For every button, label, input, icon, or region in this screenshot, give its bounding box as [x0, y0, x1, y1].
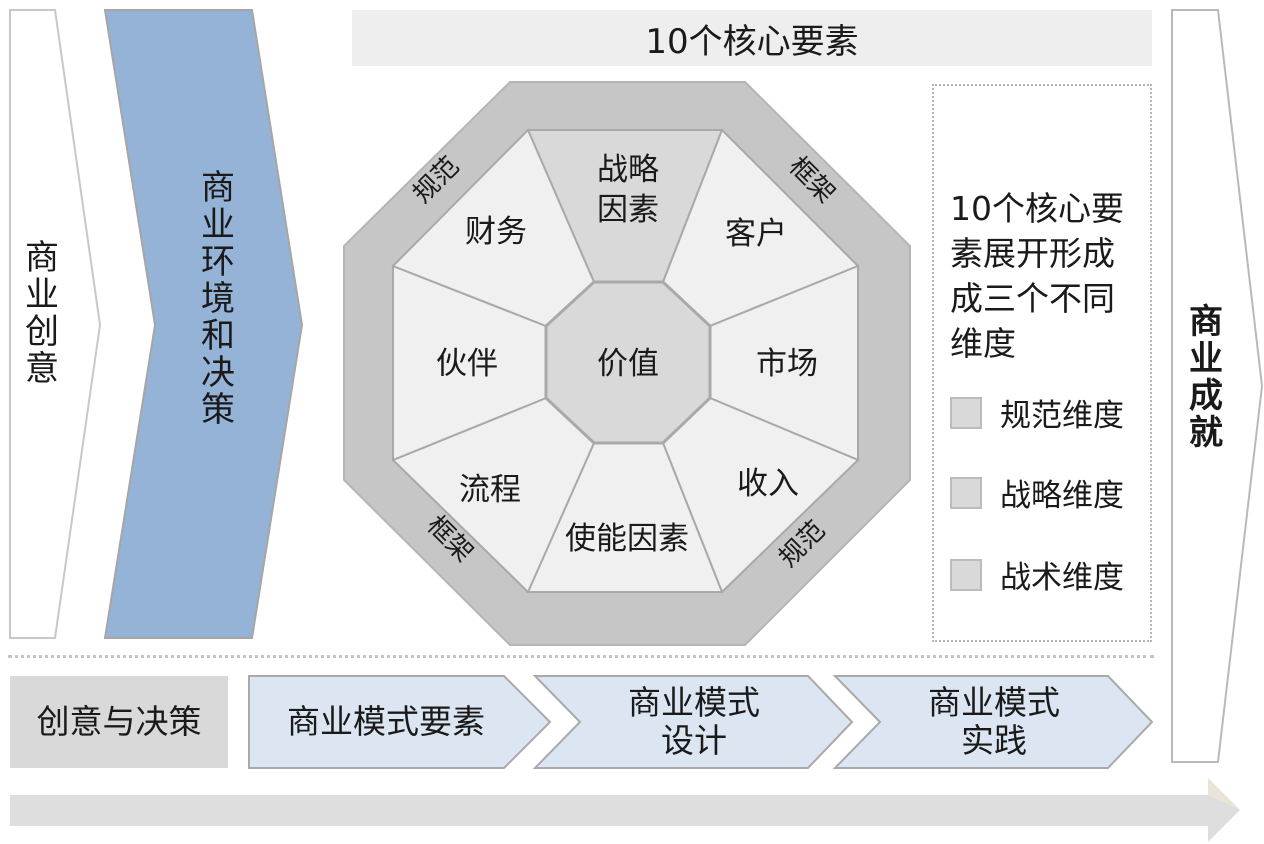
step-1-label: 商业模式要素: [252, 676, 520, 768]
legend-item-strategic: 战略维度: [950, 470, 1124, 515]
core-elements-title: 10个核心要素: [352, 10, 1152, 66]
step-3-label: 商业模式 实践: [860, 676, 1128, 768]
sector-strategy-label-1: 战略: [597, 152, 659, 188]
environment-char: 和: [201, 316, 235, 356]
sector-market-label: 市场: [756, 346, 818, 382]
environment-chevron: [103, 9, 304, 639]
legend-description-line: 维度: [950, 324, 1016, 363]
idea-chevron: [9, 9, 102, 639]
legend-item-tactical: 战术维度: [950, 552, 1124, 597]
legend-item-label: 战略维度: [1000, 478, 1124, 514]
environment-char: 策: [201, 390, 235, 430]
sector-customer-label: 客户: [725, 216, 787, 252]
achievement-char: 成: [1189, 376, 1223, 416]
achievement-char: 就: [1189, 413, 1223, 453]
environment-char: 商: [201, 168, 235, 208]
section-divider: [8, 655, 1154, 658]
step-1-line: 商业模式要素: [287, 702, 485, 741]
idea-label: 商 业 创 意: [22, 240, 62, 388]
step-3-line: 商业模式: [928, 683, 1060, 722]
sector-strategy-label-2: 因素: [597, 192, 659, 228]
legend-item-label: 规范维度: [1000, 398, 1124, 434]
legend-description: 10个核心要 素展开形成 成三个不同 维度: [950, 186, 1150, 366]
legend-description-line: 成三个不同: [950, 279, 1115, 318]
sector-enablers-label: 使能因素: [565, 521, 689, 557]
start-label: 创意与决策: [36, 702, 202, 741]
idea-char: 商: [25, 238, 59, 278]
environment-char: 境: [201, 279, 235, 319]
step-arrow-1: [248, 675, 552, 769]
legend-swatch: [950, 476, 982, 509]
environment-char: 决: [201, 353, 235, 393]
sector-process-label: 流程: [459, 472, 521, 508]
achievement-chevron: [1171, 9, 1264, 763]
legend-box: [932, 84, 1152, 642]
center-value-label: 价值: [597, 346, 659, 382]
legend-item-normative: 规范维度: [950, 390, 1124, 435]
step-arrow-3: [832, 675, 1154, 769]
environment-label: 商 业 环 境 和 决 策: [198, 170, 238, 429]
achievement-char: 业: [1189, 339, 1223, 379]
legend-swatch: [950, 396, 982, 429]
environment-char: 业: [201, 205, 235, 245]
legend-description-line: 10个核心要: [950, 189, 1124, 228]
step-2-line: 商业模式: [628, 683, 760, 722]
achievement-label: 商 业 成 就: [1186, 304, 1226, 452]
sector-finance-label: 财务: [465, 214, 527, 250]
environment-char: 环: [201, 242, 235, 282]
sector-partner-label: 伙伴: [436, 346, 498, 382]
legend-swatch: [950, 558, 982, 591]
timeline-arrow: [10, 778, 1240, 842]
idea-char: 意: [25, 349, 59, 389]
step-2-label: 商业模式 设计: [560, 676, 828, 768]
center-octagon: [544, 280, 712, 445]
step-3-line: 实践: [961, 721, 1027, 760]
step-arrow-2: [532, 675, 854, 769]
idea-char: 创: [25, 312, 59, 352]
step-2-line: 设计: [661, 721, 727, 760]
achievement-char: 商: [1189, 302, 1223, 342]
legend-description-line: 素展开形成: [950, 234, 1115, 273]
timeline-arrow-tip-shade: [1208, 778, 1240, 810]
idea-char: 业: [25, 275, 59, 315]
sector-revenue-label: 收入: [737, 466, 799, 502]
start-box: [10, 676, 228, 768]
legend-item-label: 战术维度: [1000, 560, 1124, 596]
